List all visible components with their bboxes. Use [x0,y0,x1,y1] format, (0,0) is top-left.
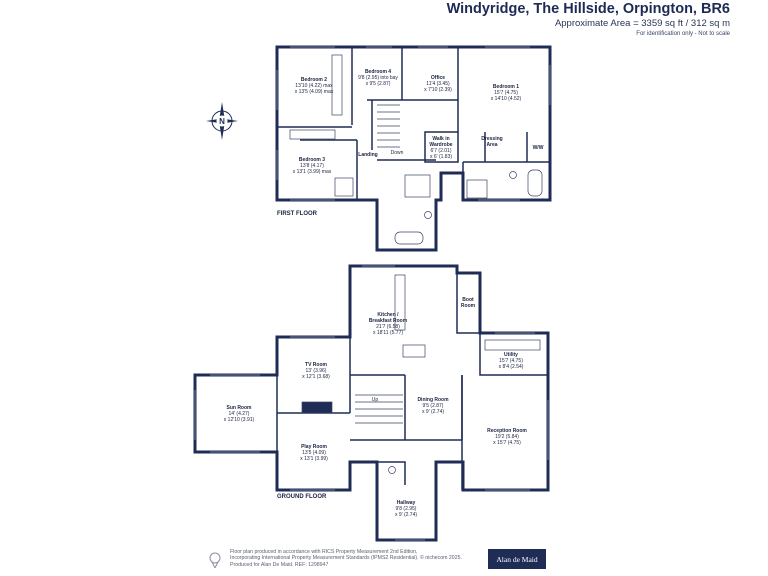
rics-icon [209,552,221,568]
footer-disclaimer: Floor plan produced in accordance with R… [230,549,462,568]
ground-stairs [355,394,403,424]
first-floor-plan [275,45,552,252]
ground-floor-outline [193,264,550,542]
wall-boot [456,273,480,334]
brand-logo: Alan de Maid [488,549,546,569]
chimney-breast [301,401,333,414]
bath-ensuite [527,169,543,197]
wardrobe-bed2 [331,54,343,116]
first-floor-label: FIRST FLOOR [277,211,317,217]
utility-counter [484,339,541,351]
ground-floor-plan [193,264,550,542]
wc-first [424,211,432,219]
compass-north-label: N [219,117,225,126]
wall-wc [377,461,406,485]
compass-icon: N [206,102,238,140]
stairs-up-label: Up [371,397,379,403]
room-landing: Landing [358,152,378,158]
wardrobe-bed3 [289,129,336,140]
first-floor-outline [275,45,552,252]
ground-floor-label: GROUND FLOOR [277,494,327,500]
kitchen-counter [394,274,406,331]
shower-bed3 [334,177,354,197]
room-ww: W/W [532,145,544,151]
stairs-down-label: Down [390,150,404,156]
shower-first [404,174,431,198]
bath-first [394,231,424,245]
kitchen-island [402,344,426,358]
shower-ensuite [466,179,488,199]
wall-walkin [424,131,459,163]
wall-utility [479,333,548,376]
identification-note: For identification only - Not to scale [636,31,730,37]
wc-ensuite [509,171,517,179]
page-title: Windyridge, The Hillside, Orpington, BR6 [446,1,730,17]
approximate-area: Approximate Area = 3359 sq ft / 312 sq m [554,18,730,29]
wc-ground [388,466,396,474]
stairs [377,104,400,148]
